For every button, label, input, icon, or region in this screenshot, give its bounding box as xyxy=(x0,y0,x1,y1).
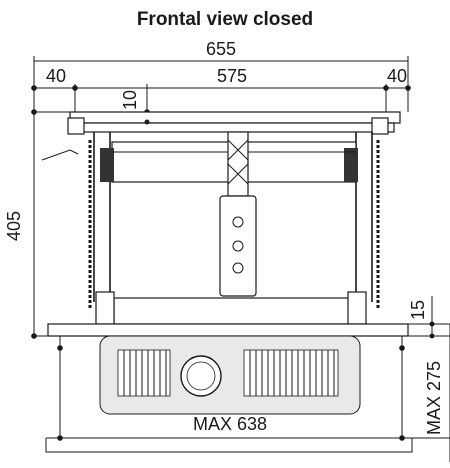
scissor-link xyxy=(227,139,249,185)
dim-marker xyxy=(399,435,405,441)
dim-projector-width-label: MAX 638 xyxy=(193,414,267,434)
control-knob xyxy=(232,262,244,274)
dim-right-offset-label: 40 xyxy=(387,66,407,86)
rod-fixing xyxy=(399,345,405,351)
dim-marker xyxy=(57,435,63,441)
ceiling-frame xyxy=(71,122,395,133)
dim-projector-height-label: MAX 275 xyxy=(424,361,444,435)
platform-plate xyxy=(47,323,409,337)
dim-gap-label: 15 xyxy=(408,300,428,320)
vent-slats xyxy=(249,350,335,396)
dim-marker xyxy=(383,85,389,91)
center-column xyxy=(227,131,249,197)
dim-marker xyxy=(429,321,435,327)
ceiling-plate xyxy=(69,111,401,124)
lever-arm xyxy=(41,149,79,161)
dim-marker xyxy=(31,109,37,115)
bottom-frame xyxy=(45,438,413,453)
rod-fixing xyxy=(57,345,63,351)
dim-height-label: 405 xyxy=(4,211,24,241)
diagram-title: Frontal view closed xyxy=(137,9,313,30)
mount-ear-left xyxy=(67,117,85,135)
projector-vent-right xyxy=(243,349,339,397)
bracket-left xyxy=(95,291,115,325)
spring-left xyxy=(100,148,114,182)
vent-slats xyxy=(123,350,167,396)
projector-vent-left xyxy=(117,349,171,397)
lower-crossbar xyxy=(113,297,353,325)
mount-ear-right xyxy=(371,117,389,135)
control-knob xyxy=(232,240,244,252)
dim-marker xyxy=(31,85,37,91)
dim-top-offset-label: 10 xyxy=(120,90,140,110)
bolt xyxy=(144,119,150,125)
dim-left-offset-label: 40 xyxy=(46,66,66,86)
dim-inner-width-label: 575 xyxy=(217,66,247,86)
dim-marker xyxy=(429,333,435,339)
control-box xyxy=(219,195,257,297)
dim-marker xyxy=(405,85,411,91)
dim-overall-width-label: 655 xyxy=(206,39,236,59)
projector-lens-inner xyxy=(186,361,216,391)
dim-marker xyxy=(72,85,78,91)
control-knob xyxy=(232,216,244,228)
spring-right xyxy=(344,148,358,182)
bracket-right xyxy=(347,291,367,325)
